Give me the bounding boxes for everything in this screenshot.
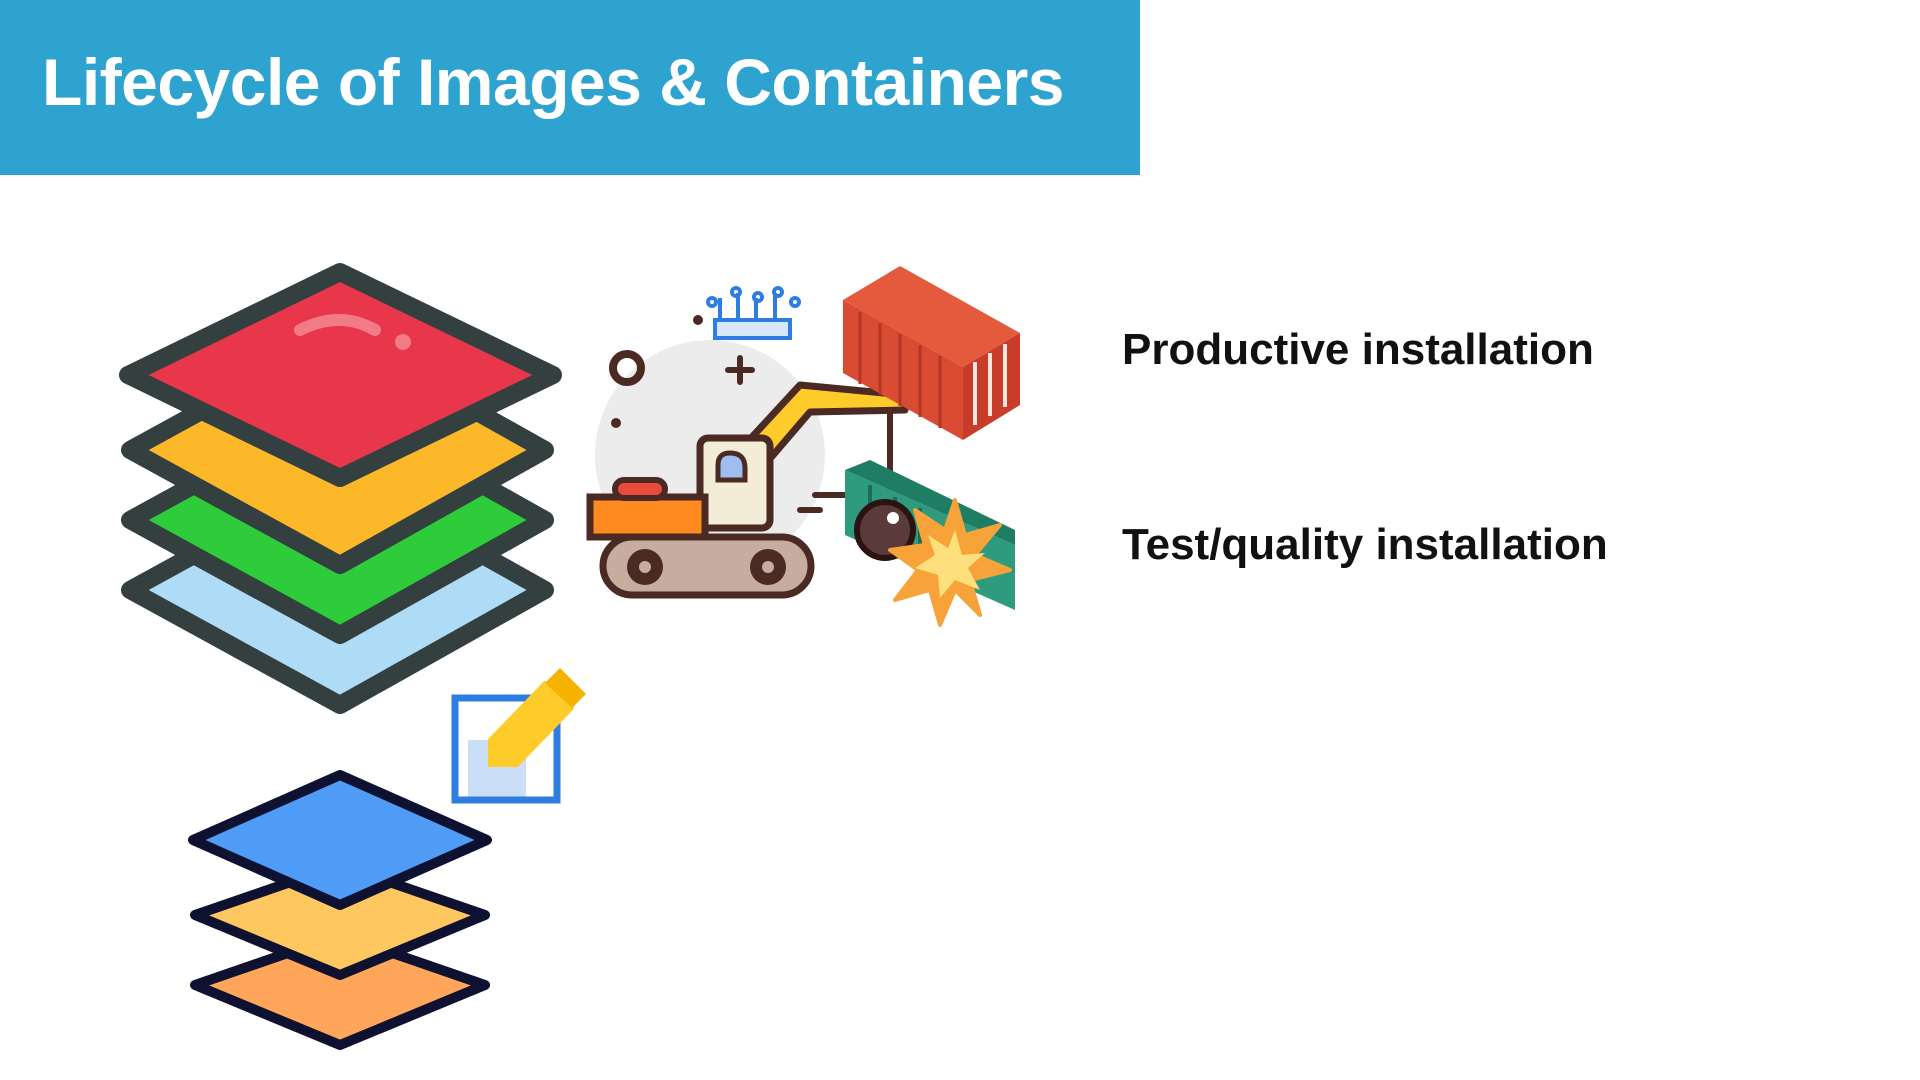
label-test-quality-installation: Test/quality installation xyxy=(1122,520,1608,569)
excavator-wrecking-ball-icon xyxy=(586,286,1015,627)
small-layers-icon xyxy=(188,770,492,1050)
slide-title: Lifecycle of Images & Containers xyxy=(42,45,1065,119)
label-productive-installation: Productive installation xyxy=(1122,325,1594,374)
title-bar: Lifecycle of Images & Containers xyxy=(0,0,1140,175)
shipping-container-icon xyxy=(843,266,1020,440)
layers-icon xyxy=(119,263,562,714)
edit-pencil-icon xyxy=(451,668,586,804)
